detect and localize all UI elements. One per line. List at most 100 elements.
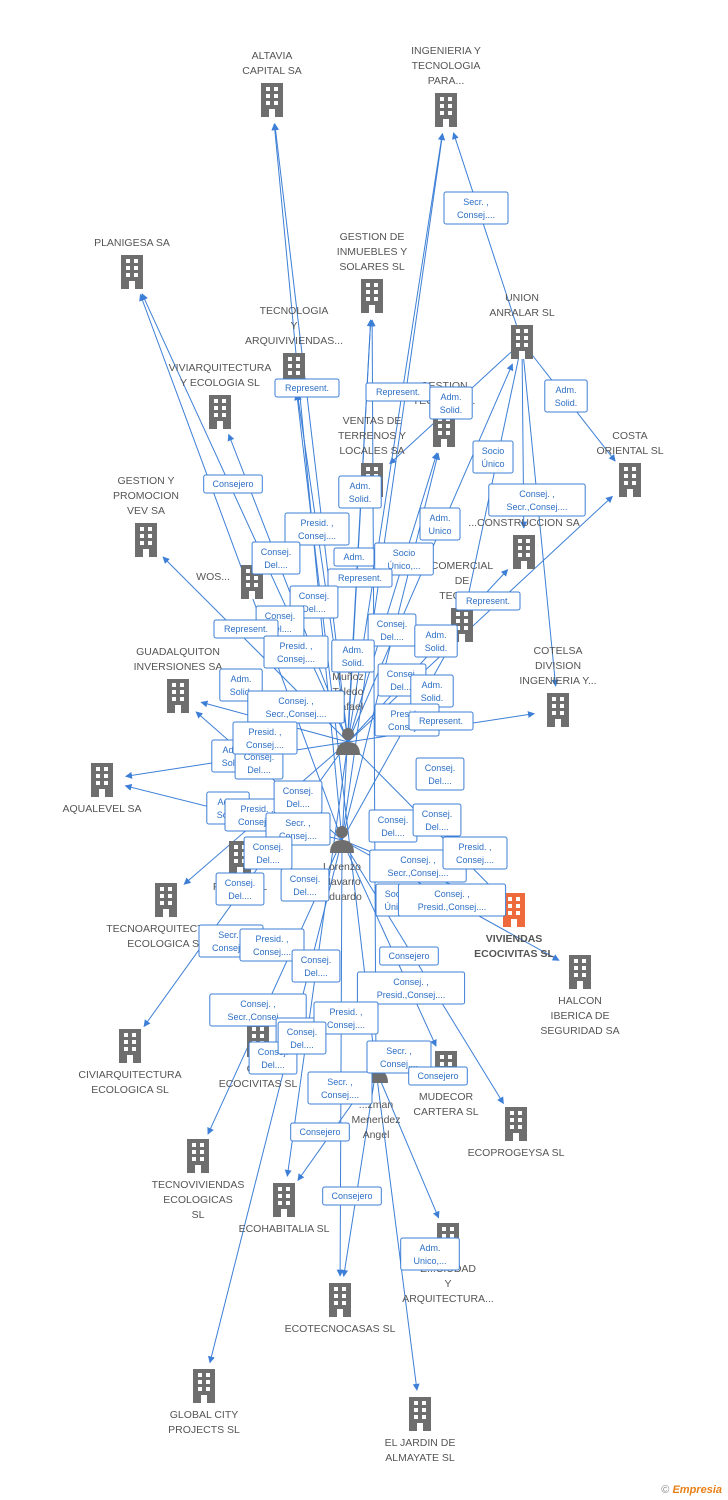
role-badge[interactable]: Adm.Unico — [419, 507, 461, 541]
company-label-line: CIVIARQUITECTURA — [78, 1069, 181, 1081]
company-label-line: EL JARDIN DE — [385, 1437, 456, 1449]
role-badge[interactable]: Adm.Solid. — [544, 379, 588, 413]
company-node-tecnologia-arquiviviendas[interactable]: TECNOLOGIAYARQUIVIVIENDAS... — [245, 305, 343, 387]
role-badge[interactable]: Adm.Solid. — [410, 674, 454, 708]
role-badge[interactable]: Presid. ,Consej.... — [442, 836, 508, 870]
role-badge[interactable]: Consej.Del.... — [412, 803, 462, 837]
role-badge[interactable]: Represent. — [213, 619, 279, 639]
role-badge[interactable]: Represent. — [274, 378, 340, 398]
role-badge[interactable]: Presid. ,Consej.... — [313, 1001, 379, 1035]
role-badge[interactable]: Consej.Del.... — [415, 757, 465, 791]
role-badge-box — [290, 1122, 350, 1142]
role-badge[interactable]: Consej. ,Secr.,Consej.... — [488, 483, 586, 517]
role-badge-label: Consej. — [425, 763, 456, 773]
company-node-wos[interactable]: WOS... — [196, 565, 263, 599]
role-badge-label: Consej.... — [298, 531, 336, 541]
role-badge-label: Consej. , — [519, 489, 555, 499]
role-badge[interactable]: Consej.Del.... — [243, 836, 293, 870]
role-badge[interactable]: Presid. ,Consej.... — [263, 635, 329, 669]
role-badge[interactable]: Consejero — [203, 474, 263, 494]
company-node-jardin-almayate[interactable]: EL JARDIN DE ALMAYATE SL — [385, 1397, 456, 1464]
role-badge[interactable]: Consej.Del.... — [367, 613, 417, 647]
role-badge-label: Adm. — [425, 630, 446, 640]
role-badge[interactable]: Consej.Del.... — [273, 780, 323, 814]
role-badge[interactable]: Adm.Solid. — [414, 624, 458, 658]
company-node-ecohabitalia[interactable]: ECOHABITALIA SL — [239, 1183, 330, 1235]
company-node-planigesa[interactable]: PLANIGESA SA — [94, 237, 170, 289]
role-badge[interactable]: Consej.Del.... — [251, 541, 301, 575]
company-node-aqualevel[interactable]: AQUALEVEL SA — [63, 763, 142, 815]
company-node-ecotecnocasas[interactable]: ECOTECNOCASAS SL — [285, 1283, 396, 1335]
role-badge[interactable]: Represent. — [455, 591, 521, 611]
role-badge[interactable]: Consej.Del.... — [368, 809, 418, 843]
role-badge[interactable]: Adm. — [333, 547, 375, 567]
edge-munoz-costa-oriental — [347, 495, 613, 743]
role-badge-box — [400, 1237, 460, 1271]
role-badge[interactable]: Adm.Solid. — [429, 386, 473, 420]
role-badge[interactable]: Consej.Del.... — [280, 868, 330, 902]
role-badge-box — [408, 1066, 468, 1086]
role-badge[interactable]: Consej.Del.... — [291, 949, 341, 983]
role-badge-label: Consej. — [253, 842, 284, 852]
role-badge[interactable]: Consejero — [290, 1122, 350, 1142]
role-badge-label: Del.... — [286, 799, 310, 809]
company-node-construccion[interactable]: ...CONSTRUCCION SA — [468, 517, 580, 569]
role-badge[interactable]: Consej.Del.... — [215, 872, 265, 906]
role-badge[interactable]: Consejero — [379, 946, 439, 966]
role-badge-label: Solid. — [222, 758, 245, 768]
role-badge[interactable]: Consejero — [408, 1066, 468, 1086]
footer-brand[interactable]: © Empresia — [661, 1484, 722, 1496]
role-badge[interactable]: Represent. — [408, 711, 474, 731]
role-badge-label: Del.... — [293, 887, 317, 897]
role-badge[interactable]: Adm.Solid. — [338, 475, 382, 509]
company-label-line: DE — [455, 575, 470, 587]
role-badge[interactable]: Presid. ,Consej.... — [232, 721, 298, 755]
role-badge[interactable]: Consej. ,Presid.,Consej.... — [397, 883, 507, 917]
company-node-ecoprogeysa[interactable]: ECOPROGEYSA SL — [468, 1107, 565, 1159]
role-badge[interactable]: Secr. ,Consej.... — [307, 1071, 373, 1105]
building-icon — [193, 1369, 215, 1403]
role-badge-label: Consejero — [299, 1127, 340, 1137]
role-badge[interactable]: Secr. ,Consej.... — [366, 1040, 432, 1074]
role-badge-label: Único — [384, 902, 407, 912]
role-badge-box — [544, 379, 588, 413]
role-badge-box — [412, 803, 462, 837]
role-badge-label: Del.... — [247, 765, 271, 775]
role-badge[interactable]: Presid. ,Consej.... — [239, 928, 305, 962]
role-badge[interactable]: Represent. — [365, 382, 431, 402]
role-badge-label: Del.... — [228, 891, 252, 901]
role-badge[interactable]: Consej. ,Presid.,Consej.... — [356, 971, 466, 1005]
role-badge[interactable]: Represent. — [327, 568, 393, 588]
role-badge[interactable]: Adm.Solid. — [331, 639, 375, 673]
role-badge[interactable]: Consejero — [322, 1186, 382, 1206]
role-badge[interactable]: Secr. ,Consej.... — [443, 191, 509, 225]
company-label-line: ARQUIVIVIENDAS... — [245, 335, 343, 347]
role-badge[interactable]: Consej.Del.... — [277, 1021, 327, 1055]
role-badge[interactable]: Adm.Unico,... — [400, 1237, 460, 1271]
company-label-line: ALMAYATE SL — [385, 1452, 455, 1464]
company-label-line: AQUALEVEL SA — [63, 803, 142, 815]
company-node-ingenieria[interactable]: INGENIERIA YTECNOLOGIAPARA... — [411, 45, 481, 127]
role-badge[interactable]: Presid. ,Consej.... — [284, 512, 350, 546]
role-badge[interactable]: Consej. ,Secr.,Consej.... — [247, 690, 345, 724]
role-badge[interactable]: SocioÚnico,... — [374, 542, 434, 576]
